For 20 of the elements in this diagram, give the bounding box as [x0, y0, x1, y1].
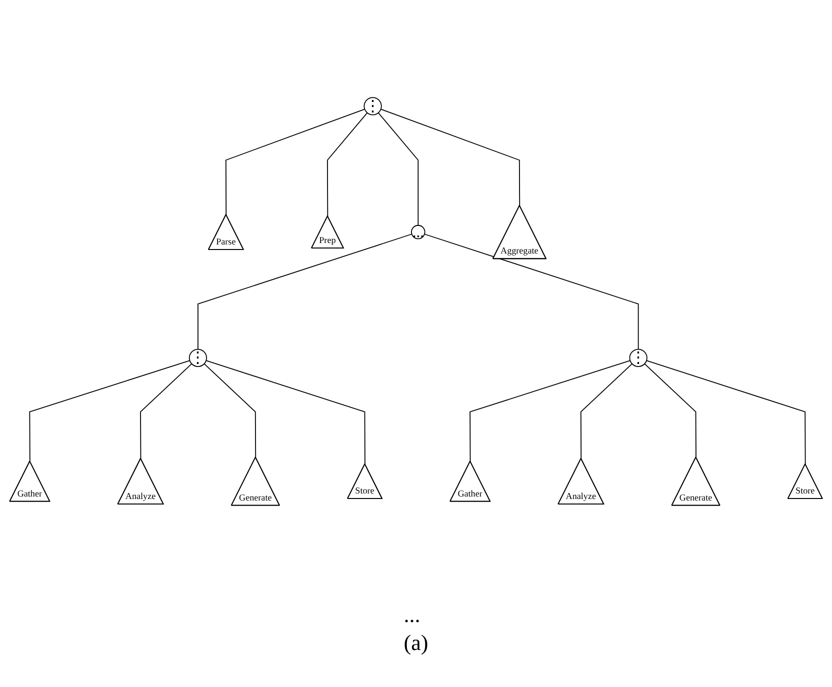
node-circle: ⋮	[364, 97, 382, 116]
connector	[380, 108, 520, 206]
node-circle: ⋮	[629, 348, 648, 367]
connector	[206, 360, 366, 465]
connector	[644, 363, 696, 458]
node-circle: ...	[411, 224, 426, 240]
connector	[225, 108, 366, 216]
connector	[198, 234, 412, 350]
connector	[140, 363, 192, 460]
caption: (a)	[404, 630, 428, 656]
connector	[424, 234, 639, 350]
node-circle: ⋮	[188, 348, 208, 367]
connector	[378, 112, 419, 226]
connector	[470, 360, 631, 462]
ellipsis-note: ...	[404, 602, 422, 628]
connector	[29, 360, 190, 462]
connector	[204, 363, 256, 458]
connector	[646, 360, 806, 465]
connector	[580, 363, 632, 460]
connector	[326, 112, 368, 217]
